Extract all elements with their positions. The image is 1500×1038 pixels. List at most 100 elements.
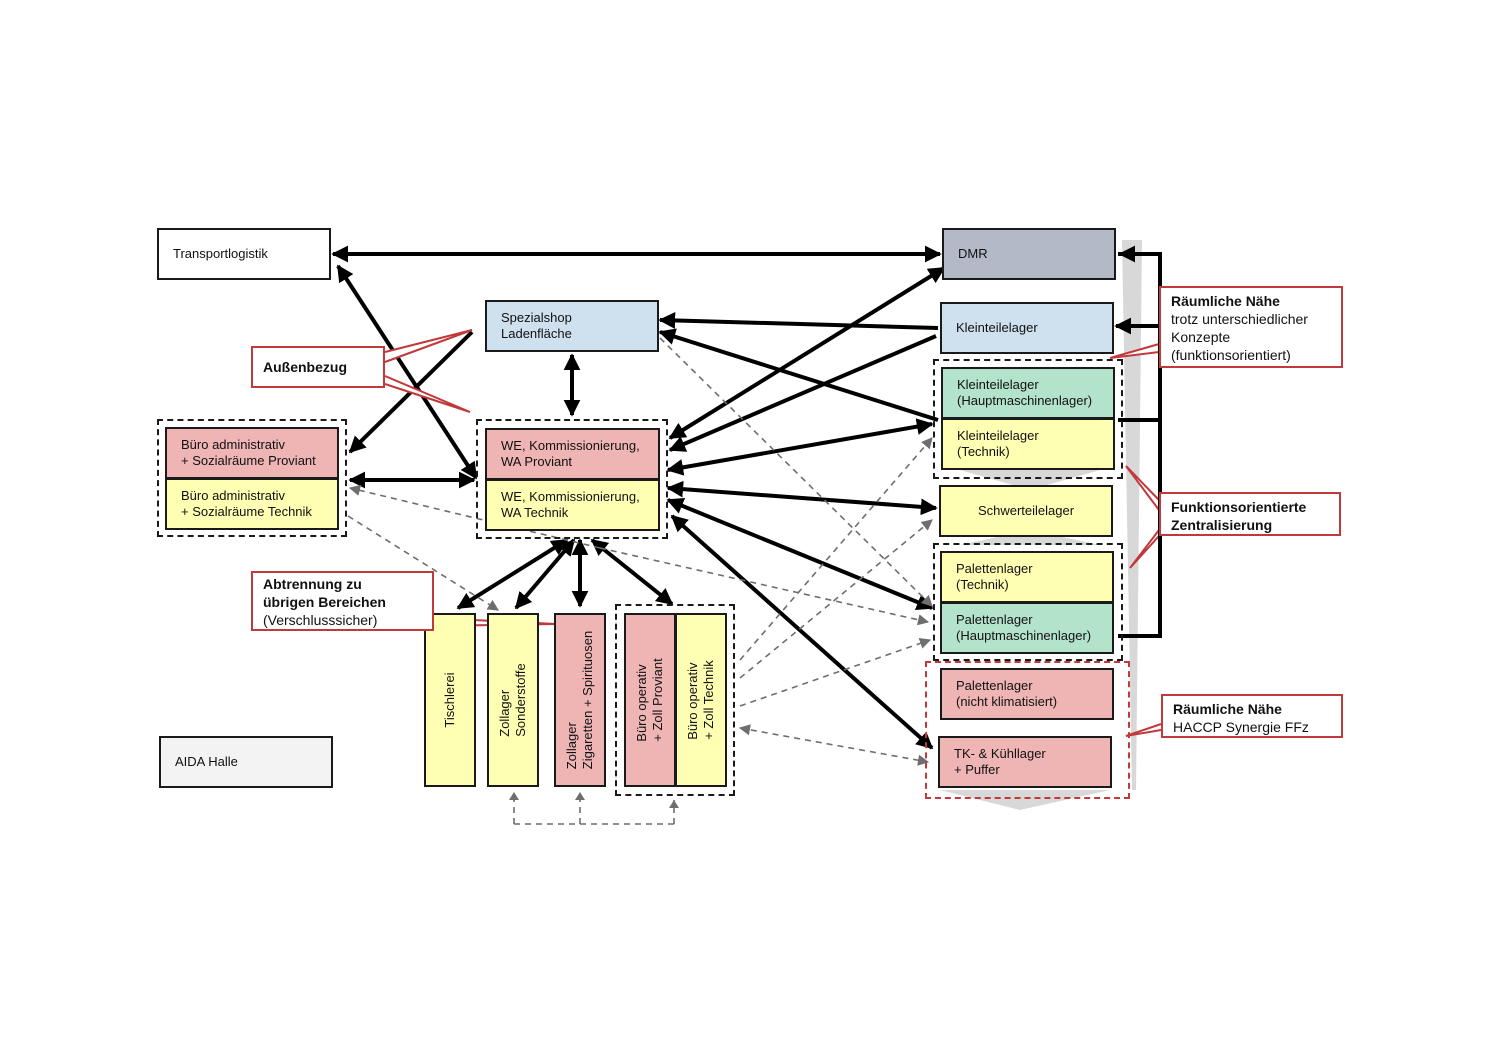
group-haccp xyxy=(925,661,1130,799)
dmr-label: DMR xyxy=(958,246,988,261)
palettenlager-hml-line-2: (Hauptmaschinenlager) xyxy=(956,628,1092,643)
group-palettenlager xyxy=(933,543,1123,661)
node-kleinteilelager-top: Kleinteilelager xyxy=(940,302,1114,354)
abtrennung-line-2: übrigen Bereichen xyxy=(263,594,386,610)
buero-operativ-technik-line-2: + Zoll Technik xyxy=(701,660,716,740)
buero-operativ-proviant-line-1: Büro operativ xyxy=(634,664,649,742)
solid-arrow-15 xyxy=(514,538,576,610)
dashed-arrow-6 xyxy=(739,519,933,679)
dashed-arrow-1 xyxy=(659,337,933,607)
solid-arrow-11 xyxy=(666,480,938,516)
node-buero-operativ-technik: Büro operativ+ Zoll Technik xyxy=(675,613,727,787)
node-we-technik: WE, Kommissionierung,WA Technik xyxy=(485,479,660,531)
right-bracket xyxy=(1118,252,1162,638)
grey-band xyxy=(1122,240,1142,790)
raeumliche-naehe-1-line-4: (funktionsorientiert) xyxy=(1171,347,1291,363)
we-technik-line-1: WE, Kommissionierung, xyxy=(501,489,640,504)
callout-pointer-4 xyxy=(1109,343,1160,359)
zollager-sonderstoffe-line-1: Zollager xyxy=(497,689,512,737)
palettenlager-technik-line-2: (Technik) xyxy=(956,577,1009,592)
bottom-connector-arrowhead-1 xyxy=(509,792,519,800)
solid-arrow-9 xyxy=(668,334,937,452)
node-tk-kuehllager: TK- & Kühllager+ Puffer xyxy=(938,736,1112,788)
funktionsorientiert-line-2: Zentralisierung xyxy=(1171,517,1273,533)
group-kleinteilelager xyxy=(933,359,1123,479)
group-buero-administrativ xyxy=(157,419,347,537)
raeumliche-naehe-2-line-1: Räumliche Nähe xyxy=(1173,701,1282,717)
callout-pointer-7 xyxy=(1125,723,1162,737)
solid-arrow-10 xyxy=(666,418,934,476)
buero-admin-technik-line-1: Büro administrativ xyxy=(181,488,286,503)
callout-aussenbezug: Außenbezug xyxy=(251,346,385,388)
kleinteilelager-technik-line-2: (Technik) xyxy=(957,444,1010,459)
schwerteilelager-label: Schwerteilelager xyxy=(977,503,1075,518)
kleinteilelager-hml-line-1: Kleinteilelager xyxy=(957,377,1039,392)
funktionsorientiert-line-1: Funktionsorientierte xyxy=(1171,499,1307,515)
node-kleinteilelager-technik: Kleinteilelager(Technik) xyxy=(941,418,1115,470)
callout-abtrennung: Abtrennung zu übrigen Bereichen (Verschlus… xyxy=(251,571,434,631)
dashed-arrow-7 xyxy=(739,638,932,707)
aussenbezug-text: Außenbezug xyxy=(263,359,347,375)
we-proviant-line-2: WA Proviant xyxy=(501,454,573,469)
node-palettenlager-hml: Palettenlager(Hauptmaschinenlager) xyxy=(940,602,1114,654)
solid-arrow-7 xyxy=(658,328,939,422)
palettenlager-technik-line-1: Palettenlager xyxy=(956,561,1033,576)
tk-kuehllager-line-2: + Puffer xyxy=(954,762,1000,777)
bottom-connector-arrowhead-3 xyxy=(669,800,679,808)
node-kleinteilelager-hml: Kleinteilelager(Hauptmaschinenlager) xyxy=(941,367,1115,419)
group-buero-operativ xyxy=(615,604,735,796)
node-tischlerei: Tischlerei xyxy=(424,613,476,787)
buero-admin-proviant-line-1: Büro administrativ xyxy=(181,437,286,452)
we-proviant-line-1: WE, Kommissionierung, xyxy=(501,438,640,453)
we-technik-line-2: WA Technik xyxy=(501,505,569,520)
zollager-zigaretten-line-2: Zigaretten + Spirituosen xyxy=(580,630,595,770)
transportlogistik-label: Transportlogistik xyxy=(173,246,268,261)
kleinteilelager-top-label: Kleinteilelager xyxy=(956,320,1038,335)
zollager-sonderstoffe-line-2: Sonderstoffe xyxy=(513,663,528,737)
tischlerei-label: Tischlerei xyxy=(442,672,457,728)
node-buero-admin-technik: Büro administrativ+ Sozialräume Technik xyxy=(165,478,339,530)
node-aida-halle: AIDA Halle xyxy=(159,736,333,788)
zollager-zigaretten-line-1: Zollager xyxy=(564,722,579,770)
spezialshop-line-2: Ladenfläche xyxy=(501,326,572,341)
node-schwerteilelager: Schwerteilelager xyxy=(939,485,1113,537)
callout-pointer-6 xyxy=(1129,529,1160,569)
tk-kuehllager-line-1: TK- & Kühllager xyxy=(954,746,1046,761)
solid-arrow-13 xyxy=(670,514,934,750)
group-we-kommissionierung xyxy=(476,419,668,539)
kleinteilelager-hml-line-2: (Hauptmaschinenlager) xyxy=(957,393,1093,408)
raeumliche-naehe-1-line-1: Räumliche Nähe xyxy=(1171,293,1280,309)
aida-halle-label: AIDA Halle xyxy=(175,754,238,769)
raeumliche-naehe-2-line-2: HACCP Synergie FFz xyxy=(1173,719,1309,735)
palettenlager-nk-line-1: Palettenlager xyxy=(956,678,1033,693)
buero-admin-technik-line-2: + Sozialräume Technik xyxy=(181,504,312,519)
grey-chevron-1 xyxy=(960,470,1100,490)
abtrennung-line-1: Abtrennung zu xyxy=(263,576,362,592)
node-transportlogistik: Transportlogistik xyxy=(157,228,331,280)
palettenlager-hml-line-1: Palettenlager xyxy=(956,612,1033,627)
kleinteilelager-technik-line-1: Kleinteilelager xyxy=(957,428,1039,443)
solid-arrow-2 xyxy=(336,264,478,480)
dashed-arrow-4 xyxy=(599,547,930,626)
dashed-arrow-5 xyxy=(739,437,933,661)
abtrennung-line-3: (Verschlusssicher) xyxy=(263,612,378,628)
dashed-arrow-3 xyxy=(348,484,601,549)
raeumliche-naehe-1-line-3: Konzepte xyxy=(1171,329,1231,345)
solid-arrow-17 xyxy=(590,538,674,606)
node-dmr: DMR xyxy=(942,228,1116,280)
node-buero-admin-proviant: Büro administrativ+ Sozialräume Proviant xyxy=(165,427,339,479)
solid-arrow-14 xyxy=(456,538,569,610)
raeumliche-naehe-1-line-2: trotz unterschiedlicher xyxy=(1171,311,1308,327)
dashed-connections xyxy=(347,337,933,825)
grey-chevron-2 xyxy=(960,530,1100,545)
buero-operativ-proviant-line-2: + Zoll Proviant xyxy=(650,658,665,742)
buero-admin-proviant-line-2: + Sozialräume Proviant xyxy=(181,453,316,468)
node-palettenlager-technik: Palettenlager(Technik) xyxy=(940,551,1114,603)
dashed-arrow-8 xyxy=(738,724,930,766)
node-buero-operativ-proviant: Büro operativ+ Zoll Proviant xyxy=(624,613,676,787)
callout-pointer-1 xyxy=(384,329,473,363)
